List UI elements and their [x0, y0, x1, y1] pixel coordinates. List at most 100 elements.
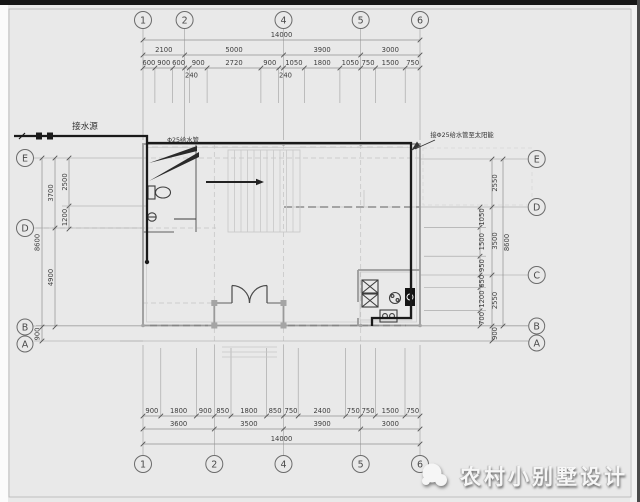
- dim-bottom-sub: 750: [362, 407, 375, 415]
- bottom-dimension-rows: 900 1800 900 850 1800 850 750 2400 750 7…: [140, 345, 423, 455]
- dim-top-sub: 900: [263, 59, 276, 67]
- dim-bottom-sub: 1800: [170, 407, 187, 415]
- dim-bottom-sub: 2400: [313, 407, 330, 415]
- dim-top-seg: 2100: [155, 46, 172, 54]
- dim-bottom-sub: 1800: [240, 407, 257, 415]
- dim-left-mid: 3700: [47, 184, 55, 201]
- watermark-text: 农村小别墅设计: [460, 465, 628, 489]
- dim-top-sub: 1050: [342, 59, 359, 67]
- dim-bottom-seg: 3000: [382, 420, 399, 428]
- grid-bubble-left: E: [22, 154, 28, 165]
- dim-left-inner: 2500: [61, 173, 69, 190]
- dim-bottom-seg: 3900: [313, 420, 330, 428]
- dim-top-sub: 600: [172, 59, 185, 67]
- grid-bubble-right: E: [534, 155, 540, 166]
- stove-icon: [388, 291, 402, 305]
- page-top-black-bar: [0, 0, 640, 5]
- grid-bubble-right: A: [533, 339, 540, 350]
- dim-top-seg: 3900: [313, 46, 330, 54]
- leader-arrow-icon: [411, 141, 420, 151]
- sink-basin-icon: [361, 293, 379, 308]
- paper-border: [8, 8, 632, 498]
- dim-top-sub: 750: [406, 59, 419, 67]
- dim-right-inner: 1200: [478, 290, 486, 307]
- dim-bottom-sub: 750: [406, 407, 419, 415]
- appliance-icon: [379, 309, 398, 323]
- watermark: 农村小别墅设计: [418, 460, 628, 492]
- dim-bottom-sub: 850: [269, 407, 282, 415]
- leader-arrow-icon: [149, 146, 197, 163]
- dim-right-inner: 1050: [478, 208, 486, 225]
- dim-top-240: 240: [279, 72, 292, 80]
- dim-bottom-seg: 3600: [170, 420, 187, 428]
- page-left-edge: [0, 5, 8, 502]
- grid-bubble-left: D: [21, 224, 28, 235]
- supply-pipe-riser: [14, 134, 149, 262]
- dim-bottom-sub: 750: [347, 407, 360, 415]
- dim-left-mid: 4900: [47, 269, 55, 286]
- grid-bubble-top: 4: [280, 16, 286, 27]
- dim-right-outer: 8600: [503, 234, 511, 251]
- kitchen-fixtures: [359, 271, 415, 323]
- top-dimension-rows: 14000 2100 5000 3900 3000 600 900 600 90…: [140, 28, 423, 140]
- dim-right-inner: 700: [478, 312, 486, 325]
- watermark-logo-icon: [422, 463, 447, 486]
- dim-left-outer: 8600: [34, 234, 42, 251]
- dim-bottom-sub: 1500: [382, 407, 399, 415]
- grid-bubbles: 1 2 4 5 6 1 2 4 5 6 E D B A E D C B A: [16, 11, 546, 473]
- grid-bubble-right: B: [533, 322, 540, 333]
- dim-top-sub: 2720: [225, 59, 242, 67]
- stairs: [206, 149, 301, 233]
- entrance-double-door: [231, 284, 268, 304]
- dim-right-mid: 3500: [491, 232, 499, 249]
- dim-top-sub: 1800: [313, 59, 330, 67]
- water-supply-pipes: [14, 132, 413, 326]
- dim-top-sub: 900: [157, 59, 170, 67]
- dim-top-sub: 750: [362, 59, 375, 67]
- toilet-tank-icon: [147, 185, 156, 200]
- sink-basin-icon: [361, 279, 379, 294]
- grid-bubble-left: B: [22, 323, 29, 334]
- grid-bubble-left: A: [22, 340, 29, 351]
- porch-column: [211, 322, 218, 329]
- grid-bubble-right: D: [533, 203, 540, 214]
- dim-bottom-sub: 850: [216, 407, 229, 415]
- supply-pipe-label: Φ25给水管: [167, 135, 199, 144]
- porch-column: [211, 300, 218, 306]
- annotations: 接水源 Φ25给水管 接Φ25给水管至太阳能: [72, 120, 494, 181]
- dim-bottom-seg: 3500: [240, 420, 257, 428]
- grid-bubble-bottom: 2: [211, 460, 217, 471]
- grid-bubble-bottom: 6: [417, 460, 423, 471]
- porch-column: [280, 300, 287, 306]
- grid-bubble-bottom: 1: [140, 460, 146, 471]
- dim-left-inner: 1200: [61, 209, 69, 226]
- toilet-bowl-icon: [154, 186, 172, 199]
- dim-top-sub: 900: [192, 59, 205, 67]
- stair-direction-arrow-icon: [256, 178, 264, 186]
- page-right-margin: [630, 5, 637, 502]
- valve-icon: [36, 132, 42, 140]
- page-right-edge: [637, 0, 640, 502]
- dim-top-sub: 1050: [285, 59, 302, 67]
- dim-bottom-total: 14000: [271, 435, 293, 443]
- dim-bottom-sub: 900: [199, 407, 212, 415]
- dim-right-inner: 1500: [478, 233, 486, 250]
- supply-pipe-to-solar: [147, 141, 413, 326]
- building-walls: [141, 142, 422, 358]
- dim-bottom-sub: 900: [145, 407, 158, 415]
- leader-arrow-icon: [149, 152, 199, 181]
- grid-bubble-bottom: 5: [358, 460, 364, 471]
- dim-right-mid: 2550: [491, 174, 499, 191]
- pipe-to-solar-label: 接Φ25给水管至太阳能: [430, 130, 494, 139]
- axis-grid-lines: [33, 144, 545, 345]
- porch-column: [280, 322, 287, 329]
- dim-right-mid: 900: [491, 327, 499, 340]
- dim-right-inner: 950: [478, 259, 486, 272]
- grid-bubble-top: 1: [140, 16, 146, 27]
- bathroom-fixtures: [147, 185, 172, 222]
- dim-top-240: 240: [185, 72, 198, 80]
- left-dimension-columns: 8600 900 3700 4900 2500 1200: [34, 155, 147, 344]
- dim-right-inner: 650: [478, 275, 486, 288]
- dim-top-seg: 3000: [382, 46, 399, 54]
